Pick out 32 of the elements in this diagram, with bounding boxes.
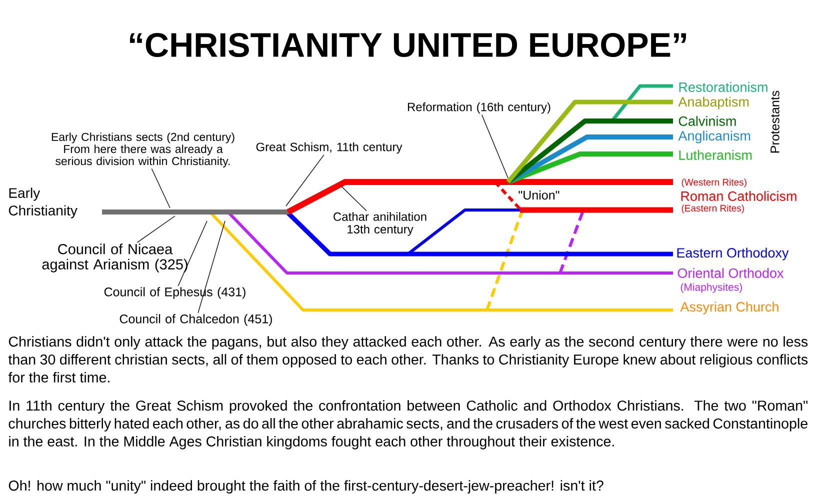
leader-line bbox=[481, 114, 508, 178]
leader-line bbox=[198, 220, 226, 314]
paragraph: Oh! how much "unity" indeed brought the faith of the first-century-desert-jew-preacher! isn't it? bbox=[8, 480, 604, 494]
annotation-text: Council of Nicaea against Arianism (325) bbox=[42, 244, 188, 272]
leader-line bbox=[340, 186, 367, 212]
leader-line bbox=[178, 220, 208, 286]
annotation-text: Early Christians sects (2nd century) From here there was already a serious division within Christianity. bbox=[52, 132, 234, 168]
branch-label: Anglicanism bbox=[678, 130, 750, 144]
branch-label: (Eastern Rites) bbox=[682, 204, 744, 214]
annotation-text: Cathar anihilation 13th century bbox=[334, 212, 426, 236]
branch-label: Assyrian Church bbox=[680, 302, 778, 314]
annotation-text: Great Schism, 11th century bbox=[256, 142, 402, 154]
branch-label: Lutheranism bbox=[679, 150, 752, 160]
leader-line bbox=[151, 168, 170, 208]
branch-label: Roman Catholicism bbox=[681, 191, 796, 201]
leader-line bbox=[136, 216, 176, 243]
annotation-text: Council of Chalcedon (451) bbox=[120, 314, 272, 326]
title: “CHRISTIANITY UNITED EUROPE” bbox=[130, 32, 686, 58]
branch-label: Anabaptism bbox=[678, 96, 749, 110]
branch-label: Calvinism bbox=[678, 116, 736, 126]
annotation-text: Reformation (16th century) bbox=[408, 102, 550, 114]
branch-label: (Western Rites) bbox=[682, 178, 746, 188]
paragraph: In 11th century the Great Schism provoked the confrontation between Catholic and Orthodox Christians. The two "Roman" churches bitterly hated each other, as do all the other abrahamic sects, and the crusaders of the west even sacked Constantinople in the east. In the Middle Ages Christian kingdoms fought each other throughout their existence. bbox=[8, 400, 808, 450]
branch-label: Restorationism bbox=[679, 82, 768, 92]
branch-label: Protestants bbox=[770, 90, 780, 153]
branch-label: Oriental Orthodox bbox=[678, 268, 784, 278]
branch-label: Early Christianity bbox=[8, 188, 78, 218]
branch-label: (Miaphysites) bbox=[680, 283, 742, 293]
leader-line bbox=[286, 154, 324, 206]
paragraph: Christians didn't only attack the pagans, but also they attacked each other. As early as the second century there were no less than 30 different christian sects, all of them opposed to each other. Thanks to Christianity Europe knew about religious conflicts for the first time. bbox=[8, 336, 808, 382]
branch-label: Eastern Orthodoxy bbox=[677, 248, 789, 260]
branch-label: "Union" bbox=[518, 190, 560, 200]
